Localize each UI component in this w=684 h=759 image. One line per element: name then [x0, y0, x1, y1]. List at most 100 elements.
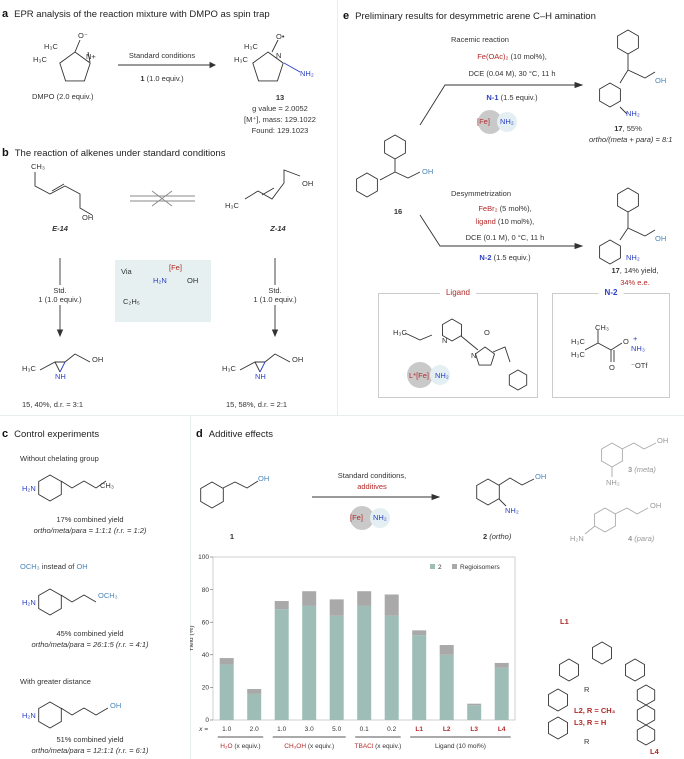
- bar-regioisomers: [439, 645, 454, 655]
- product-right-yield: 15, 58%, d.r. = 2:1: [226, 400, 288, 409]
- catalyst-amount: (10 mol%),: [508, 52, 547, 61]
- compound-16-structure: [356, 134, 421, 198]
- fe-circle: [407, 362, 433, 388]
- compound-tag: (ortho): [489, 532, 512, 541]
- benzene-ring: [200, 481, 224, 509]
- atom-label: OH: [92, 355, 104, 364]
- control-1-ratio: ortho/meta/para = 1:1:1 (r.r. = 1:2): [33, 526, 147, 535]
- bar-regioisomers: [494, 662, 509, 668]
- intermediate-box: Via [Fe] H₂N OH C₂H₅: [115, 260, 211, 322]
- benzene-ring: [548, 688, 568, 712]
- ligand-structure: [404, 318, 528, 391]
- atom-label: CH₃: [595, 323, 609, 332]
- benzene-ring: [508, 369, 528, 391]
- panel-title-text: Additive effects: [208, 429, 273, 440]
- atom-label: O•: [276, 32, 285, 41]
- panel-letter: c: [2, 428, 9, 440]
- bar-regioisomers: [384, 594, 399, 616]
- legend-swatch: [430, 564, 435, 569]
- five-membered-ring: [474, 346, 496, 366]
- ligand-amount: (10 mol%),: [495, 217, 535, 226]
- atom-label: R: [584, 685, 590, 694]
- group-label: CH₃OH (x equiv.): [284, 743, 334, 750]
- benzene-ring: [625, 658, 645, 682]
- bar-regioisomers: [357, 591, 372, 606]
- nh2-radical-label: NH₂: [435, 371, 449, 380]
- benzene-ring: [599, 82, 621, 108]
- l1-terpyridine-structure: [559, 641, 645, 682]
- std-label: Std.: [53, 286, 67, 295]
- y-tick-label: 60: [202, 619, 210, 626]
- panel-c-title: c Control experiments: [2, 428, 99, 440]
- atom-label: H₃C: [244, 42, 258, 51]
- compound-number: 2: [483, 532, 488, 541]
- atom-label: N: [442, 336, 448, 345]
- panel-title-text: EPR analysis of the reaction mixture wit…: [14, 9, 270, 20]
- arrow-condition: Standard conditions: [128, 51, 196, 60]
- dmpo-label: DMPO (2.0 equiv.): [32, 92, 94, 101]
- ligand-l3-label: L3, R = H: [574, 718, 607, 727]
- panel-letter: d: [196, 428, 203, 440]
- benzene-ring: [548, 716, 568, 740]
- atom-label: H₃C: [571, 350, 585, 359]
- atom-label: OH: [110, 701, 122, 710]
- control-3-structure: [38, 701, 109, 729]
- bar-regioisomers: [329, 599, 344, 616]
- atom-label: OH: [655, 76, 667, 85]
- x-tick-label: 0.1: [360, 726, 369, 733]
- aziridine-left: [39, 353, 91, 373]
- x-prefix-label: x =: [198, 726, 208, 733]
- reagent-amount: (1.5 equiv.): [498, 93, 538, 102]
- control-2-ratio: ortho/meta/para = 26:1:5 (r.r. = 4:1): [31, 640, 149, 649]
- group-label: H₂O (x equiv.): [220, 743, 260, 750]
- catalyst: Fe(OAc)₂: [477, 52, 509, 61]
- racemic-product-yield: 17, 55%: [614, 124, 642, 133]
- reagent-label: 1 (1.0 equiv.): [253, 295, 297, 304]
- atom-label: OH: [650, 501, 662, 510]
- atom-label: NH₂: [606, 478, 620, 487]
- divider-vertical-top: [337, 0, 338, 415]
- atom-label: H₃C: [33, 55, 47, 64]
- benzene-ring: [356, 172, 378, 198]
- x-tick-label: L1: [415, 726, 423, 733]
- compound-number: 3: [628, 465, 633, 474]
- mass-value: [M⁺], mass: 129.1022: [244, 115, 316, 124]
- atom-label: OH: [657, 436, 669, 445]
- atom-label: H₃C: [44, 42, 58, 51]
- panel-title-text: Control experiments: [14, 429, 100, 440]
- atom-label: +: [633, 334, 638, 343]
- bar-regioisomers: [302, 591, 317, 606]
- bar-regioisomers: [412, 630, 427, 636]
- reagent-amount: (1.0 equiv.): [146, 74, 184, 83]
- dmpo-structure: [59, 39, 91, 82]
- desym-reagent: N-2 (1.5 equiv.): [479, 253, 530, 262]
- atom-label: NH₂: [626, 109, 640, 118]
- control-3-yield: 51% combined yield: [56, 735, 124, 744]
- lfe-label: L*[Fe]: [409, 371, 430, 380]
- compound-16-label: 16: [393, 207, 403, 216]
- control-1-heading: Without chelating group: [20, 454, 99, 463]
- reagent-label: 1 (1.0 equiv.): [38, 295, 82, 304]
- compound-z14-label: Z-14: [270, 224, 286, 233]
- arrow-condition: Standard conditions,: [337, 471, 407, 480]
- product-17-racemic-structure: [599, 29, 656, 115]
- e14-structure: [34, 172, 93, 216]
- bar-regioisomers: [247, 689, 262, 694]
- atom-label: N: [276, 51, 282, 60]
- bar-product-2: [274, 609, 289, 720]
- x-tick-label: 0.2: [387, 726, 396, 733]
- legend-label: 2: [438, 564, 442, 571]
- std-label: Std.: [268, 286, 282, 295]
- atom-label: H₃C: [225, 201, 239, 210]
- compound-tag: (para): [634, 534, 655, 543]
- atom-label: H₂N: [22, 598, 36, 607]
- atom-label: OCH₃: [98, 591, 118, 600]
- racemic-conditions: DCE (0.04 M), 30 °C, 11 h: [468, 69, 556, 78]
- equilibrium-arrows: [130, 190, 195, 207]
- y-tick-label: 100: [198, 554, 209, 561]
- product-17-desym-structure: [599, 187, 656, 265]
- benzene-ring: [592, 641, 612, 665]
- atom-label: H₂N: [22, 711, 36, 720]
- legend-label: Regioisomers: [460, 564, 500, 571]
